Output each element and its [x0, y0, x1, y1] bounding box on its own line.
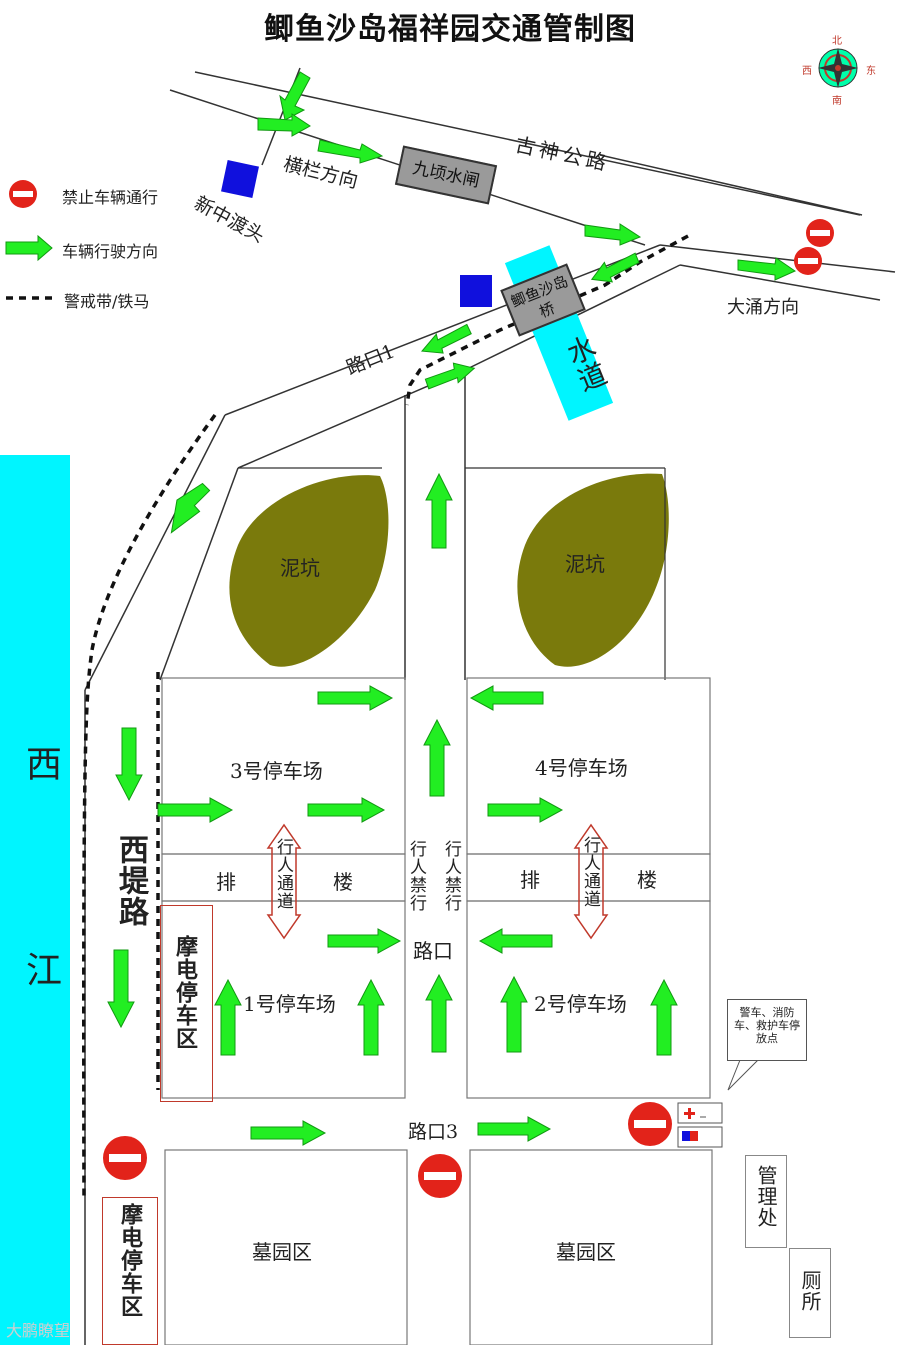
map-title: 鲫鱼沙岛福祥园交通管制图: [264, 12, 636, 47]
mud-pit-left: [229, 475, 389, 667]
west-river-label: 西江: [20, 745, 61, 1157]
legend-arrow-icon: [5, 234, 53, 262]
junction-center-label: 路口: [413, 939, 453, 963]
parking1-label: 1号停车场: [243, 992, 336, 1016]
legend-no-entry-icon: [9, 180, 37, 208]
management-box: [745, 1155, 787, 1248]
mud-pit-right: [517, 473, 669, 667]
compass-south: 南: [832, 96, 842, 107]
moto-parking-1-box: [160, 905, 213, 1102]
xidi-road-label: 西堤路: [113, 834, 148, 927]
ambulance-icon: [677, 1102, 723, 1148]
compass-east: 东: [866, 66, 876, 77]
parking2-label: 2号停车场: [534, 992, 627, 1016]
row-right-1: 排: [520, 868, 540, 892]
legend-barrier-label: 警戒带/铁马: [64, 292, 150, 311]
row-left-2: 楼: [333, 870, 353, 894]
mud-pit-right-label: 泥坑: [565, 552, 605, 576]
ped-ban-right-label: 行人禁行: [441, 840, 461, 912]
no-entry-signs: [103, 219, 834, 1198]
ferry-marker: [221, 160, 259, 198]
row-right-2: 楼: [637, 868, 657, 892]
west-river-water: [0, 455, 70, 1345]
legend-no-entry-label: 禁止车辆通行: [62, 188, 159, 207]
jiuqing-sluice-label: 九顷水闸: [410, 158, 482, 192]
bridge-marker: [460, 275, 492, 307]
parking4-label: 4号停车场: [535, 756, 628, 780]
pedestrian-arrows: [266, 823, 609, 940]
legend-arrow-label: 车辆行驶方向: [62, 242, 159, 261]
ped-ban-left-label: 行人禁行: [406, 840, 426, 912]
moto-parking-1-label: 摩电停车区: [172, 935, 197, 1050]
dayong-direction-label: 大涌方向: [727, 297, 799, 318]
moto-parking-2-label: 摩电停车区: [117, 1203, 142, 1318]
junction3-label: 路口3: [408, 1121, 459, 1143]
ped-way-right-label: 行人通道: [580, 836, 600, 908]
no-entry-icon: [418, 1154, 462, 1198]
row-left-1: 排: [216, 870, 236, 894]
emergency-parking-callout: 警车、消防车、救护车停放点: [727, 999, 807, 1061]
no-entry-icon: [794, 247, 822, 275]
ped-way-left-label: 行人通道: [273, 838, 293, 910]
toilet-label: 厕所: [798, 1270, 822, 1312]
mud-area-lines: [238, 467, 666, 680]
barrier-lines: [82, 234, 689, 1201]
compass-icon: [818, 48, 858, 88]
no-entry-icon: [628, 1102, 672, 1146]
management-label: 管理处: [754, 1165, 778, 1228]
cemetery-left-label: 墓园区: [252, 1240, 312, 1264]
callout-tail: [727, 1059, 759, 1091]
no-entry-icon: [806, 219, 834, 247]
parking3-label: 3号停车场: [230, 759, 323, 783]
cemetery-right-label: 墓园区: [556, 1240, 616, 1264]
mud-pit-left-label: 泥坑: [280, 556, 320, 580]
compass-north: 北: [832, 36, 842, 47]
no-entry-icon: [103, 1136, 147, 1180]
watermark: 大鹏瞭望: [6, 1321, 71, 1340]
building-blocks: [161, 677, 713, 1345]
traffic-arrows: [107, 71, 797, 1146]
compass-west: 西: [802, 66, 812, 77]
toilet-box: [789, 1248, 831, 1338]
